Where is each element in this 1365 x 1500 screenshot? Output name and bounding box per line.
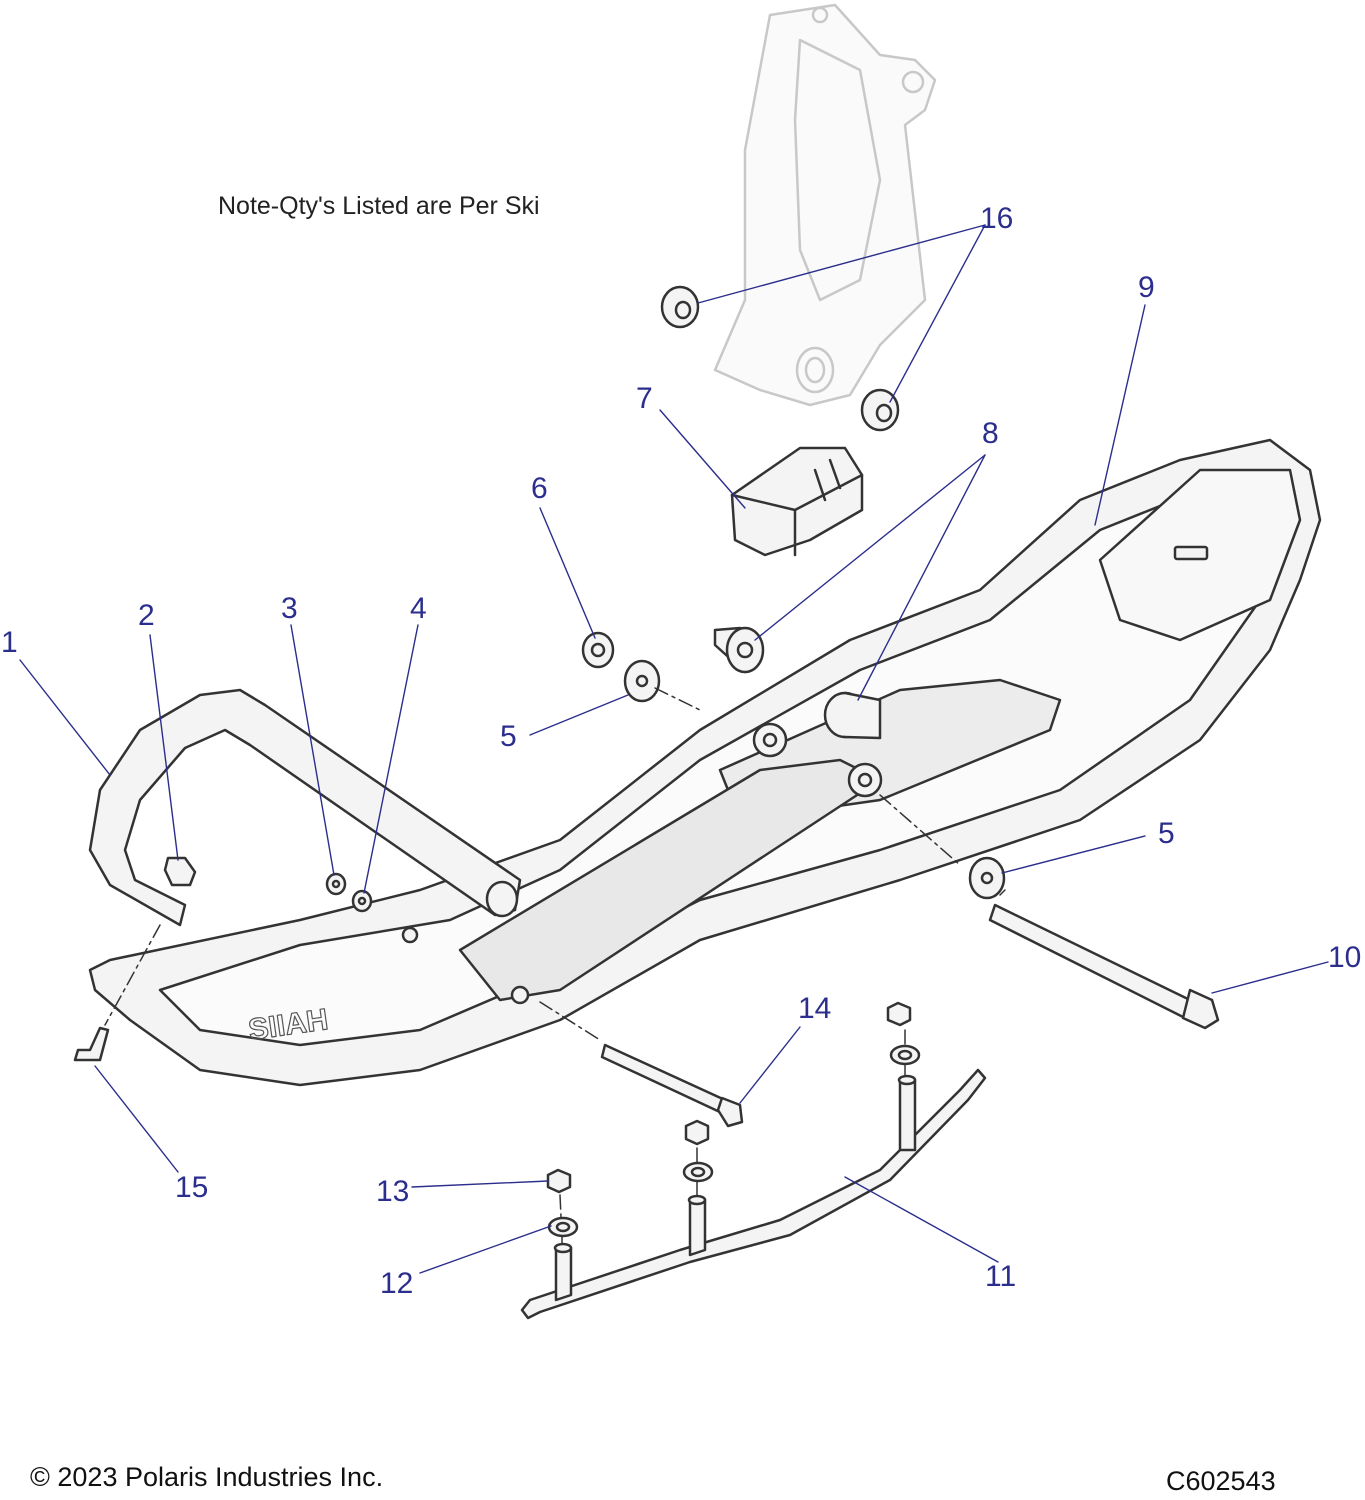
bushing-16 — [660, 285, 900, 432]
callout-8: 8 — [982, 417, 999, 450]
callout-7: 7 — [636, 382, 653, 415]
callout-15: 15 — [175, 1171, 209, 1204]
callout-1: 1 — [1, 626, 18, 659]
ski-body: SIIAH — [88, 438, 1322, 1087]
bushing-8 — [713, 626, 765, 674]
callout-5-lower: 5 — [1158, 817, 1175, 850]
callout-12: 12 — [380, 1267, 414, 1300]
diagram-code: C602543 — [1166, 1466, 1276, 1496]
small-parts — [73, 856, 373, 1062]
callout-4: 4 — [410, 592, 427, 625]
runner-bar — [520, 1068, 987, 1320]
bolt-14 — [600, 1043, 744, 1128]
leader-lines — [19, 224, 1329, 1274]
callout-11: 11 — [985, 1260, 1017, 1293]
alignment-lines — [104, 687, 1006, 1244]
note-text: Note-Qty's Listed are Per Ski — [218, 192, 540, 220]
callout-9: 9 — [1138, 271, 1155, 304]
ski-loop — [88, 688, 522, 927]
pivot-stud — [823, 691, 882, 740]
callout-2: 2 — [138, 599, 155, 632]
callout-16: 16 — [980, 202, 1014, 235]
callout-14: 14 — [798, 992, 832, 1025]
spacer-6 — [581, 631, 615, 669]
callout-3: 3 — [281, 592, 298, 625]
copyright-text: © 2023 Polaris Industries Inc. — [30, 1462, 384, 1492]
damper-block — [730, 446, 864, 557]
callout-13: 13 — [376, 1175, 410, 1208]
spindle-ghost — [713, 3, 937, 407]
washer-5b — [968, 856, 1006, 900]
callout-10: 10 — [1328, 941, 1362, 974]
washer-5a — [623, 659, 661, 703]
callout-6: 6 — [531, 472, 548, 505]
nuts-and-washers — [546, 1001, 921, 1238]
callout-5-upper: 5 — [500, 720, 517, 753]
bolt-10 — [988, 903, 1220, 1030]
